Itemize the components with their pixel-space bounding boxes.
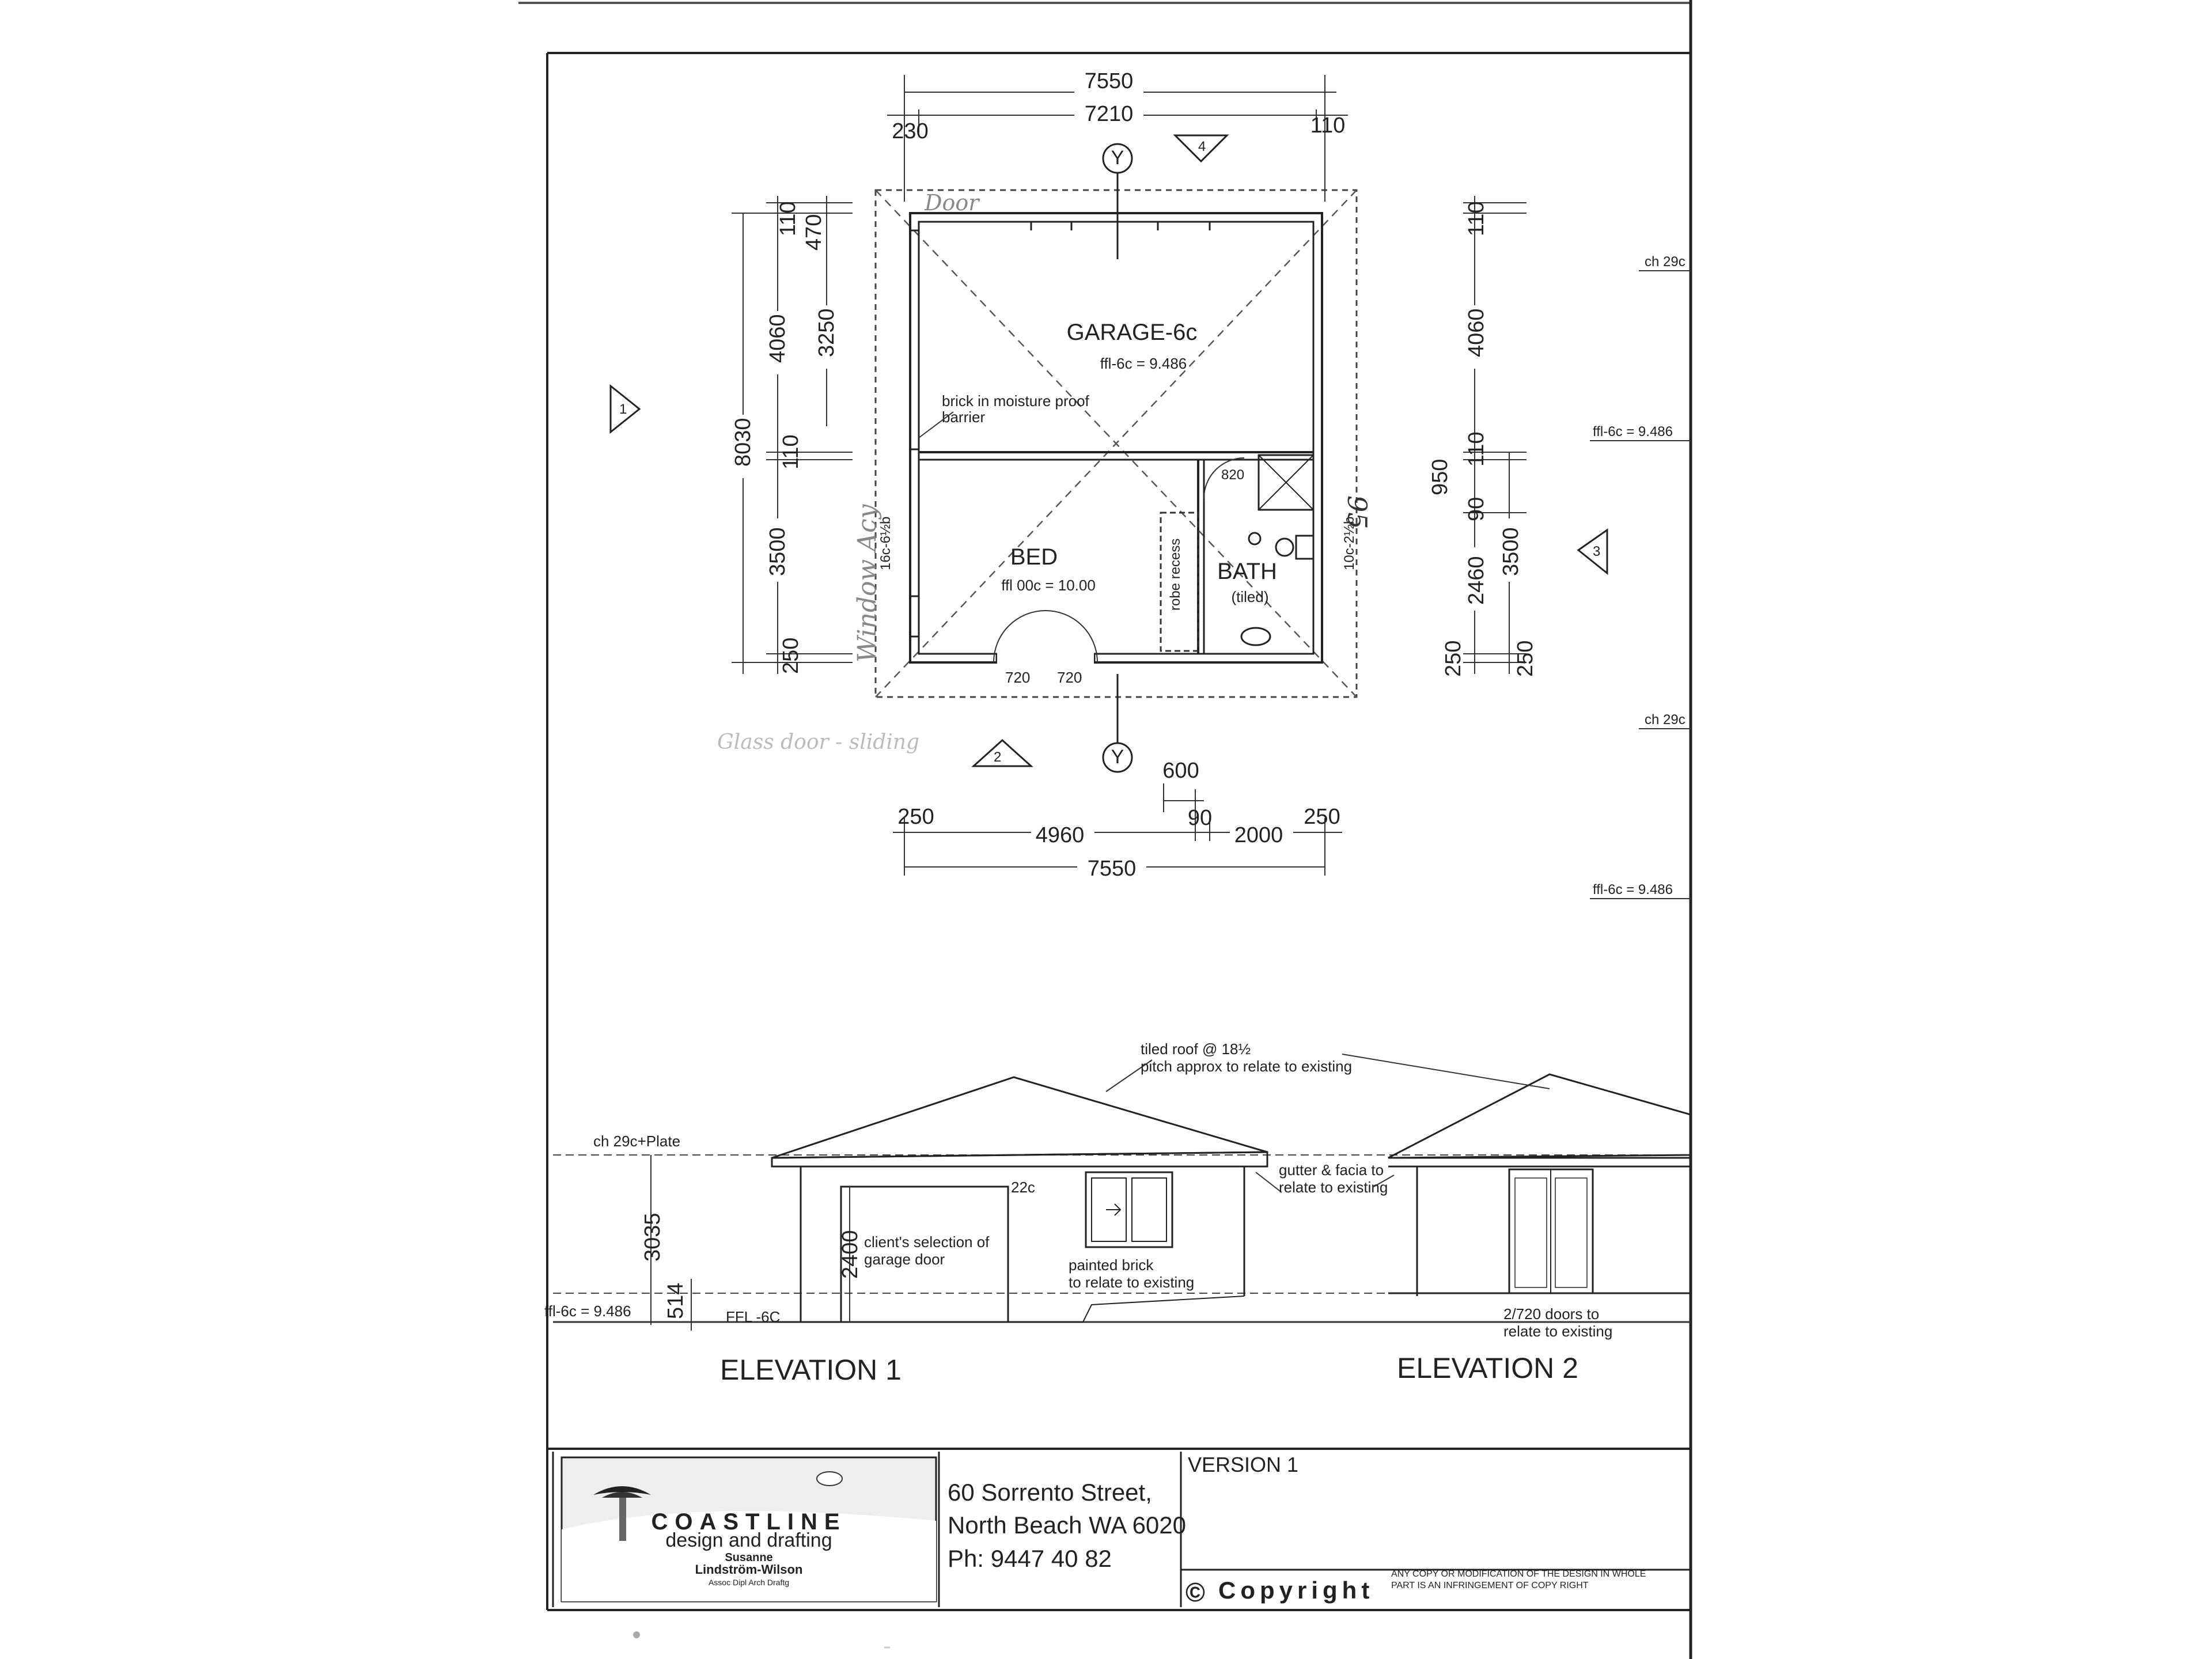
- legal-line-2: PART IS AN INFRINGEMENT OF COPY RIGHT: [1391, 1581, 1589, 1590]
- course-note: 22c: [1011, 1179, 1035, 1196]
- dim-right-950: 950: [1428, 459, 1452, 495]
- elevation-2-title: ELEVATION 2: [1397, 1352, 1578, 1384]
- elevation-marker-4: 4: [1198, 139, 1206, 154]
- dim-left-8030: 8030: [731, 418, 755, 467]
- dim-left-110b: 110: [779, 434, 803, 469]
- wall-note-left: 16c-6½b: [878, 517, 893, 570]
- dim-right-110b: 110: [1464, 431, 1488, 467]
- dim-right-4060: 4060: [1464, 308, 1488, 357]
- dim-bottom-a: 250: [897, 805, 934, 829]
- elevation-marker-1: 1: [619, 402, 627, 417]
- ffl-label: FFL -6C: [726, 1308, 780, 1325]
- copyright-symbol: ©: [1185, 1577, 1205, 1607]
- dim-bottom-d: 2000: [1234, 823, 1283, 847]
- elevation-1-title: ELEVATION 1: [720, 1354, 902, 1386]
- ffl-level-note: ffl-6c = 9.486: [544, 1302, 631, 1320]
- right-level-notes: ch 29c ffl-6c = 9.486 ch 29c ffl-6c = 9.…: [1590, 254, 1691, 899]
- drawing-border: [546, 52, 1691, 1611]
- elevations: tiled roof @ 18½ pitch approx to relate …: [544, 1040, 1692, 1386]
- dim-bottom-b: 4960: [1036, 823, 1085, 847]
- dim-right-2460: 2460: [1464, 556, 1488, 605]
- elevation-marker-3: 3: [1593, 544, 1600, 559]
- level-note-1: ch 29c: [1645, 254, 1685, 270]
- door-width-2: 720: [1057, 669, 1082, 686]
- wall-note-right: 10c-2½b: [1342, 517, 1357, 570]
- address-line-1: 60 Sorrento Street,: [948, 1479, 1152, 1506]
- elev-h2400: 2400: [838, 1230, 862, 1279]
- dim-bottom-opening: 600: [1162, 759, 1199, 783]
- dim-left-3250: 3250: [815, 308, 839, 357]
- gutter-note-2: relate to existing: [1279, 1179, 1388, 1196]
- person-first: Susanne: [725, 1551, 772, 1564]
- sun-icon: [816, 1471, 843, 1486]
- handwritten-glass: Glass door - sliding: [717, 730, 919, 754]
- dim-top-inner: 7210: [1085, 102, 1134, 126]
- handwritten-door: Door: [924, 190, 980, 215]
- qualification: Assoc Dipl Arch Draftg: [709, 1578, 789, 1587]
- door-width-1: 720: [1005, 669, 1030, 686]
- dim-top-right: 110: [1310, 113, 1346, 138]
- level-note-3: ch 29c: [1645, 712, 1685, 728]
- level-note-2: ffl-6c = 9.486: [1593, 424, 1673, 440]
- dim-right-90: 90: [1464, 497, 1488, 521]
- legal-line-1: ANY COPY OR MODIFICATION OF THE DESIGN I…: [1391, 1569, 1646, 1579]
- brick-note-elev-2: to relate to existing: [1069, 1274, 1194, 1291]
- phone: Ph: 9447 40 82: [948, 1545, 1112, 1572]
- dim-bottom-e: 250: [1304, 805, 1340, 829]
- roof-note-2: pitch approx to relate to existing: [1141, 1058, 1352, 1075]
- title-block: COASTLINE design and drafting Susanne Li…: [552, 1452, 1691, 1607]
- brick-note-1: brick in moisture proof: [942, 392, 1090, 410]
- dim-top-overall: 7550: [1085, 69, 1134, 93]
- bed-ffl: ffl 00c = 10.00: [1001, 577, 1096, 594]
- dim-bottom-overall: 7550: [1088, 857, 1137, 881]
- dim-bottom-c: 90: [1188, 806, 1212, 830]
- brick-note-elev-1: painted brick: [1069, 1256, 1154, 1274]
- dim-right-250b: 250: [1513, 641, 1537, 677]
- garage-label: GARAGE-6c: [1067, 320, 1198, 345]
- dim-left-110: 110: [776, 201, 800, 236]
- handwritten-95: 95: [1342, 495, 1373, 529]
- gutter-note-1: gutter & facia to: [1279, 1161, 1384, 1179]
- bath-sub: (tiled): [1231, 588, 1268, 605]
- elev-h514: 514: [664, 1283, 688, 1319]
- section-marker-bottom: Y: [1111, 746, 1124, 768]
- floor-plan: Y Y 1 2 3 4 GARAGE-6c ffl-6c = 9.486 BED…: [609, 134, 1608, 773]
- doors-note-1: 2/720 doors to: [1503, 1305, 1599, 1323]
- address-line-2: North Beach WA 6020: [948, 1512, 1186, 1539]
- person-last: Lindström-Wilson: [695, 1562, 803, 1577]
- ceiling-note: ch 29c+Plate: [593, 1132, 680, 1150]
- robe-note: robe recess: [1168, 539, 1183, 611]
- company-tagline: design and drafting: [665, 1529, 832, 1551]
- garage-door-note-2: garage door: [864, 1251, 945, 1268]
- dim-right-110: 110: [1464, 201, 1488, 236]
- bath-label: BATH: [1217, 559, 1277, 584]
- garage-door-note-1: client's selection of: [864, 1233, 990, 1251]
- doors-note-2: relate to existing: [1503, 1323, 1612, 1340]
- copyright-word: Copyright: [1218, 1577, 1374, 1604]
- brick-note-2: barrier: [942, 408, 985, 426]
- dim-left-3500: 3500: [766, 527, 790, 576]
- section-marker-top: Y: [1111, 147, 1124, 169]
- dim-left-250: 250: [779, 638, 803, 674]
- level-note-4: ffl-6c = 9.486: [1593, 882, 1673, 897]
- dim-right-250a: 250: [1441, 641, 1465, 677]
- dim-right-3500: 3500: [1499, 527, 1523, 576]
- elev-h3035: 3035: [641, 1213, 665, 1262]
- handwritten-window: Window Acy: [853, 503, 882, 662]
- company-name: COASTLINE: [651, 1509, 846, 1535]
- garage-ffl: ffl-6c = 9.486: [1100, 355, 1187, 372]
- dim-left-4060: 4060: [766, 314, 790, 363]
- elevation-marker-2: 2: [994, 749, 1001, 765]
- palm-tree-icon: [593, 1486, 651, 1541]
- dim-left-470: 470: [802, 214, 826, 251]
- version-label: VERSION 1: [1188, 1453, 1298, 1476]
- roof-note-1: tiled roof @ 18½: [1141, 1040, 1251, 1058]
- dim-top-left: 230: [892, 119, 928, 143]
- bed-label: BED: [1010, 544, 1058, 570]
- bath-door-width: 820: [1221, 467, 1244, 483]
